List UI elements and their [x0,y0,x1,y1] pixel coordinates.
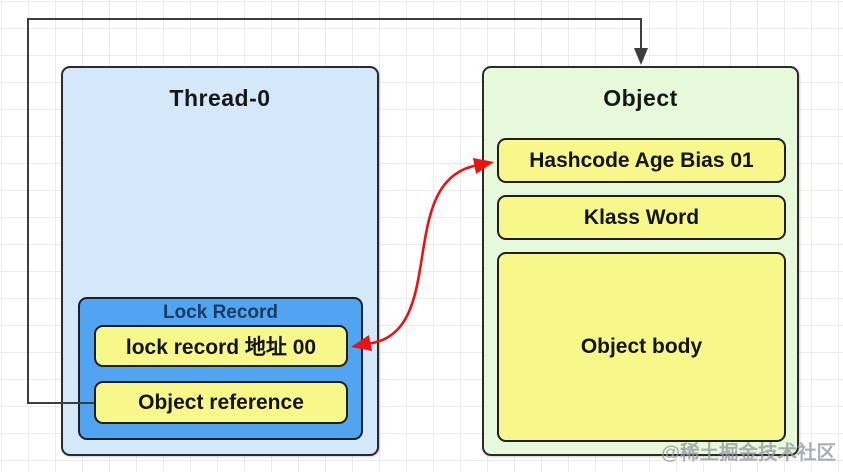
object-reference-field: Object reference [94,381,348,424]
lock-record-box: Lock Record lock record 地址 00 Object ref… [78,297,363,440]
object-body-field: Object body [497,252,786,442]
klass-word-field: Klass Word [497,195,786,240]
watermark: @稀土掘金技术社区 [661,442,837,464]
thread-box-title: Thread-0 [169,85,271,111]
lock-record-address-field: lock record 地址 00 [94,325,348,367]
mark-word-field: Hashcode Age Bias 01 [497,138,786,183]
lock-record-title: Lock Record [162,302,279,323]
thread-box: Thread-0 Lock Record lock record 地址 00 O… [61,66,379,456]
object-box-title: Object [603,85,678,111]
object-box: Object Hashcode Age Bias 01 Klass Word O… [482,66,799,456]
arrowhead-down-icon [634,48,648,65]
